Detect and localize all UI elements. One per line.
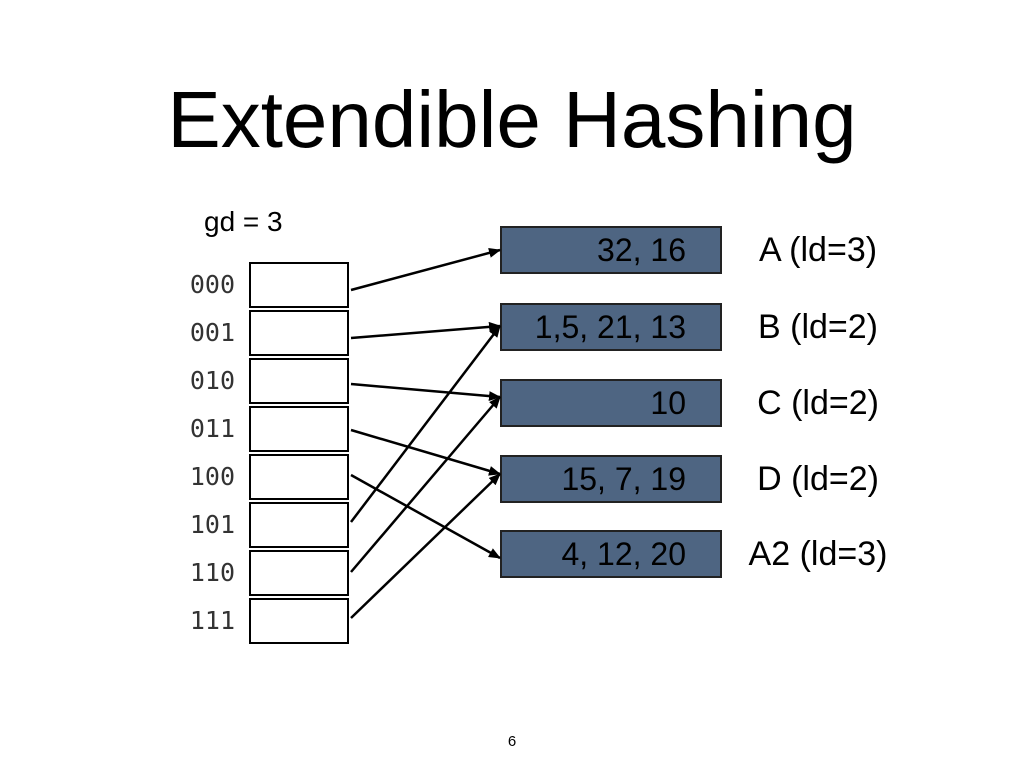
directory-cell — [249, 406, 349, 452]
directory-label: 111 — [189, 606, 235, 635]
pointer-arrow — [350, 428, 501, 476]
pointer-arrow — [350, 382, 501, 402]
directory-label: 011 — [189, 414, 235, 443]
pointer-arrow — [350, 325, 501, 523]
directory-cell — [249, 358, 349, 404]
bucket-b-label: B (ld=2) — [758, 308, 878, 346]
pointer-arrow — [350, 321, 501, 340]
bucket-d-label: D (ld=2) — [757, 460, 879, 498]
directory-label: 000 — [189, 270, 235, 299]
directory-label: 001 — [189, 318, 235, 347]
bucket-c-label: C (ld=2) — [757, 384, 879, 422]
directory-label: 100 — [189, 462, 235, 491]
bucket-b: 1,5, 21, 13 — [500, 303, 722, 351]
page-number: 6 — [507, 733, 517, 750]
pointer-arrow — [350, 248, 501, 292]
bucket-a2: 4, 12, 20 — [500, 530, 722, 578]
directory-cell — [249, 550, 349, 596]
bucket-d: 15, 7, 19 — [500, 455, 722, 503]
page-title: Extendible Hashing — [167, 75, 857, 164]
pointer-arrow — [350, 473, 501, 619]
directory-cell — [249, 598, 349, 644]
bucket-c: 10 — [500, 379, 722, 427]
bucket-a2-label: A2 (ld=3) — [748, 535, 888, 573]
directory-label: 010 — [189, 366, 235, 395]
directory-label: 101 — [189, 510, 235, 539]
pointer-arrow — [350, 396, 501, 573]
directory-cell — [249, 310, 349, 356]
bucket-a-label: A (ld=3) — [758, 231, 878, 269]
directory-cell — [249, 502, 349, 548]
directory-label: 110 — [189, 558, 235, 587]
directory-cell — [249, 262, 349, 308]
directory-cell — [249, 454, 349, 500]
global-depth-label: gd = 3 — [204, 206, 283, 237]
bucket-a: 32, 16 — [500, 226, 722, 274]
